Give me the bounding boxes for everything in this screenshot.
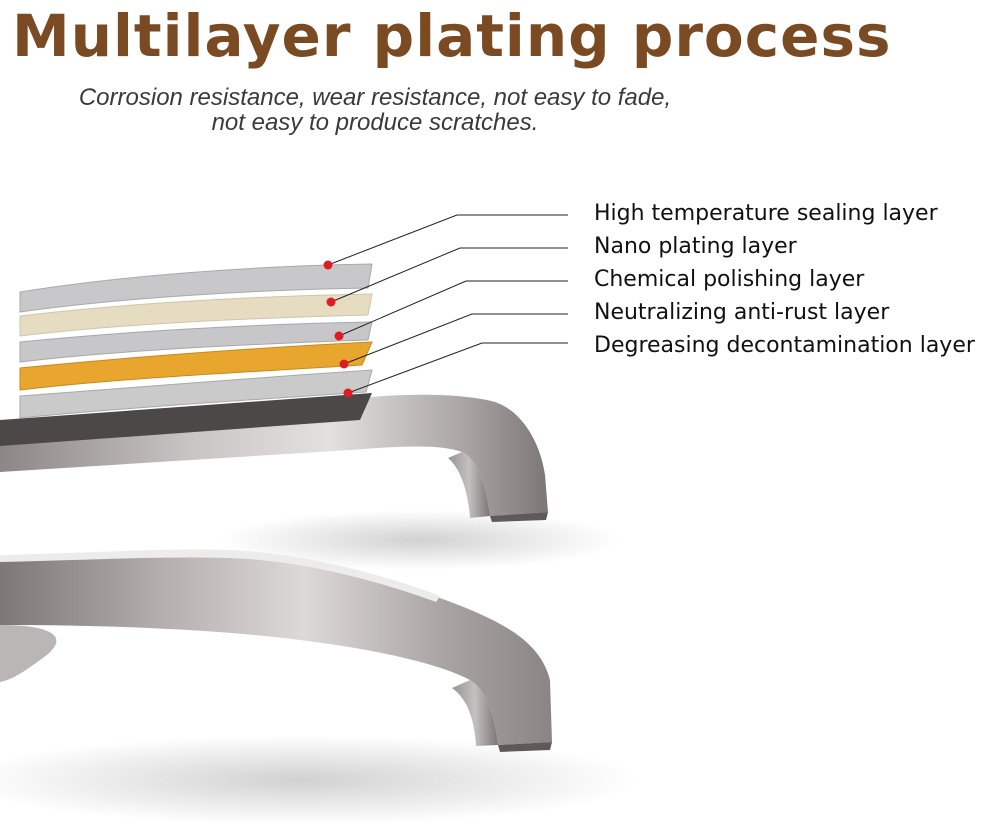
red-dot-marker [334,331,344,341]
cabinet-handle-lower [0,549,552,752]
red-dot-marker [343,388,353,398]
layer-stack [19,263,373,419]
subtitle-line-2: not easy to produce scratches. [211,109,539,136]
leader-lines [327,214,568,394]
layer-label-high-temperature-sealing: High temperature sealing layer [594,201,938,226]
layer-label-degreasing-decontamination: Degreasing decontamination layer [594,333,975,358]
layer-band-3 [19,341,373,391]
layer-band-1 [19,293,373,337]
leader-line-1 [330,247,568,303]
layer-band-0 [19,263,373,313]
leader-line-0 [327,214,568,266]
cabinet-handle-upper [0,393,548,522]
markers [323,260,353,398]
red-dot-marker [339,359,349,369]
leader-line-3 [343,313,568,365]
red-dot-marker [323,260,333,270]
page-title: Multilayer plating process [12,2,892,70]
layer-band-4 [19,369,373,419]
leader-line-4 [347,342,568,394]
layer-label-nano-plating: Nano plating layer [594,234,797,259]
handle-shadow [0,735,640,825]
subtitle-line-1: Corrosion resistance, wear resistance, n… [78,84,672,111]
layer-label-chemical-polishing: Chemical polishing layer [594,267,865,292]
red-dot-marker [326,297,336,307]
layer-label-neutralizing-anti-rust: Neutralizing anti-rust layer [594,300,890,325]
layer-band-2 [19,321,373,363]
leader-line-2 [338,280,568,337]
handle-shadow [220,510,620,570]
